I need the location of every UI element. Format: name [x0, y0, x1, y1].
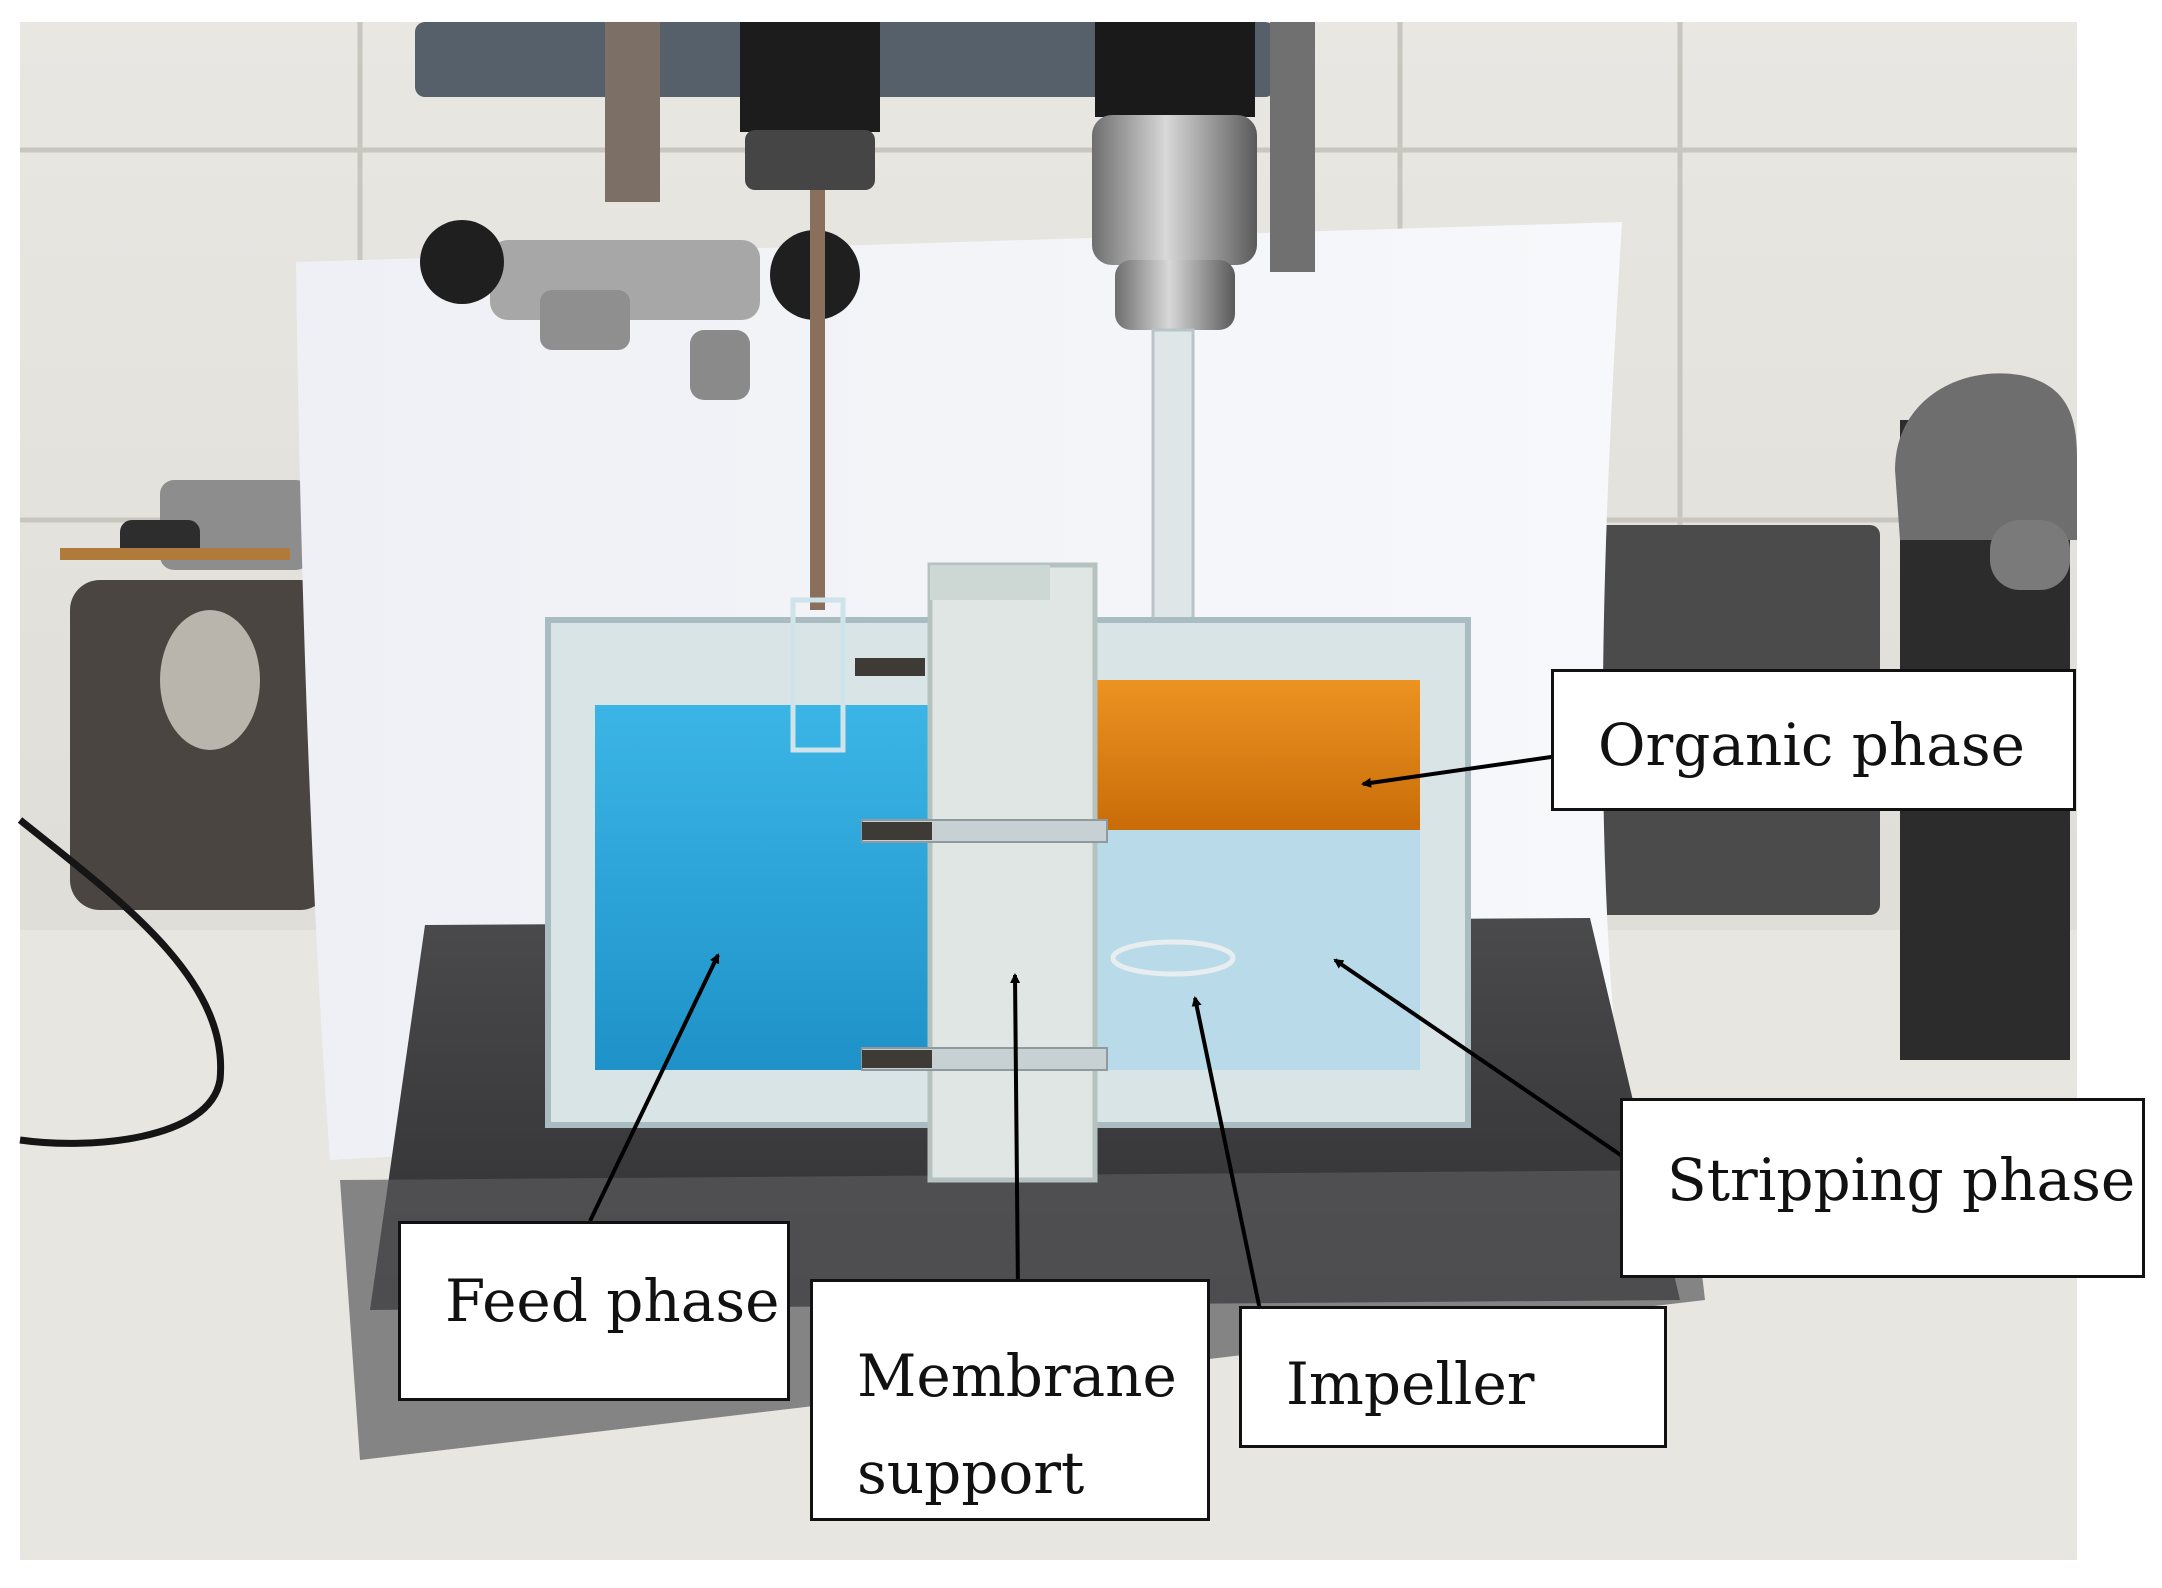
power-cable	[17, 817, 225, 1147]
stripping-phase-label-box: Stripping phase	[1620, 1098, 2145, 1278]
organic-phase-label-box: Organic phase	[1551, 669, 2076, 811]
stripping-phase-liquid	[1080, 830, 1420, 1070]
membrane-support-label-line1: Membrane	[857, 1342, 1177, 1410]
feed-glass-tube	[790, 597, 846, 753]
arrow-feed-phase	[588, 953, 720, 1222]
membrane-support-label-line2: support	[857, 1439, 1085, 1508]
cell-bolts	[855, 658, 1108, 1071]
left-stand	[60, 480, 330, 910]
left-chuck	[740, 22, 880, 190]
impeller-label: Impeller	[1286, 1350, 1535, 1418]
impeller-paddle	[1110, 939, 1236, 977]
feed-phase-label-box: Feed phase	[398, 1221, 790, 1401]
thin-stirrer-rod	[810, 190, 825, 610]
arrow-membrane-support	[1010, 973, 1021, 1293]
feed-phase-label: Feed phase	[445, 1267, 780, 1335]
feed-phase-liquid	[595, 705, 930, 1070]
arrow-stripping-phase	[1333, 958, 1627, 1160]
membrane-support-top	[930, 565, 1050, 600]
drill-column-left	[605, 22, 660, 202]
organic-phase-liquid	[1080, 680, 1420, 830]
stripping-phase-label: Stripping phase	[1667, 1146, 2136, 1214]
arrow-impeller	[1191, 996, 1262, 1311]
organic-phase-label: Organic phase	[1598, 711, 2025, 779]
impeller-label-box: Impeller	[1239, 1306, 1667, 1448]
right-chuck	[1092, 22, 1257, 330]
clamp-assembly	[420, 220, 860, 400]
annotation-arrows	[588, 754, 1627, 1311]
arrow-organic-phase	[1361, 754, 1559, 788]
membrane-support-label-box: Membrane support	[810, 1279, 1210, 1521]
drill-column-right	[1270, 22, 1315, 272]
membrane-support-block	[927, 562, 1098, 1183]
